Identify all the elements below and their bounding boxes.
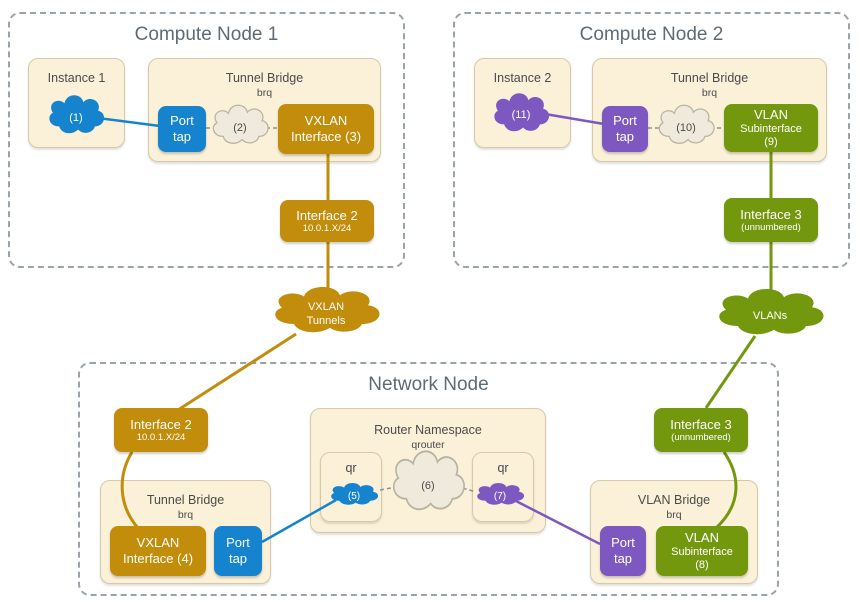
- link-netiface2-vxlan4: [120, 451, 140, 529]
- qr-5-label: (5): [347, 490, 361, 502]
- network-vxlan-line1: VXLAN: [136, 535, 180, 551]
- compute-2-vlan-line3: (9): [764, 135, 778, 148]
- qr-right-label: qr: [497, 461, 509, 475]
- network-vlan-subinterface: VLAN Subinterface (8): [656, 526, 748, 576]
- compute-1-vxlan-interface: VXLAN Interface (3): [278, 104, 374, 154]
- compute-1-port-tap: Port tap: [158, 106, 206, 152]
- cloud-6-label: (6): [421, 480, 435, 492]
- instance-2-cloud-label: (11): [511, 109, 531, 121]
- network-vxlan-interface: VXLAN Interface (4): [110, 526, 206, 576]
- compute-node-2-region: Compute Node 2: [453, 12, 850, 268]
- instance-1-panel: Instance 1: [28, 58, 125, 148]
- compute-2-interface-3: Interface 3 (unnumbered): [724, 198, 818, 242]
- network-port-tap-right: Port tap: [600, 526, 646, 576]
- compute-1-bridge-sub: brq: [256, 87, 273, 99]
- network-node-title: Network Node: [368, 374, 489, 395]
- compute-2-iface-line1: Interface 3: [740, 206, 802, 222]
- qr-7-label: (7): [493, 490, 507, 502]
- router-namespace-sub: qrouter: [411, 439, 445, 451]
- network-iface2-line2: 10.0.1.X/24: [136, 432, 186, 444]
- network-interface-2: Interface 2 10.0.1.X/24: [114, 408, 208, 452]
- network-tunnel-bridge-label: Tunnel Bridge: [146, 493, 225, 507]
- compute-1-vxlan-line1: VXLAN: [304, 113, 348, 129]
- compute-1-iface-line1: Interface 2: [296, 207, 358, 223]
- compute-node-2-title: Compute Node 2: [579, 24, 724, 45]
- vxlan-tunnels-line1: VXLAN: [307, 301, 345, 314]
- router-namespace-label: Router Namespace: [374, 423, 482, 437]
- cloud-2-label: (2): [233, 122, 247, 134]
- compute-1-vxlan-line2: Interface (3): [290, 129, 362, 144]
- network-vxlan-line2: Interface (4): [122, 551, 194, 566]
- compute-1-port-line2: tap: [172, 129, 192, 144]
- compute-2-bridge-sub: brq: [701, 87, 718, 99]
- compute-2-vlan-line1: VLAN: [754, 107, 788, 123]
- network-node-region: Network Node: [78, 362, 779, 596]
- compute-1-port-line1: Port: [170, 113, 194, 129]
- link-netiface3-vlan8: [714, 451, 738, 530]
- compute-node-1-title: Compute Node 1: [134, 24, 279, 45]
- link-qr5-cloud6: [379, 485, 403, 491]
- network-vlan-line2: Subinterface: [671, 545, 733, 558]
- instance-2-label: Instance 2: [493, 71, 552, 85]
- compute-2-port-line2: tap: [615, 129, 635, 144]
- network-iface3-line2: (unnumbered): [671, 432, 731, 444]
- qr-left-label: qr: [345, 461, 357, 475]
- link-vlans-netiface3: [704, 335, 757, 409]
- compute-2-port-tap: Port tap: [602, 106, 648, 152]
- compute-2-bridge-label: Tunnel Bridge: [670, 71, 749, 85]
- compute-2-port-line1: Port: [613, 113, 637, 129]
- compute-1-interface-2: Interface 2 10.0.1.X/24: [280, 200, 374, 242]
- network-iface2-line1: Interface 2: [130, 416, 192, 432]
- vlan-bridge-sub: brq: [666, 509, 682, 521]
- network-port-right-line1: Port: [611, 535, 635, 551]
- compute-node-1-region: Compute Node 1: [8, 12, 405, 268]
- link-port-qr5: [261, 498, 337, 544]
- network-port-left-line1: Port: [226, 535, 250, 551]
- network-port-left-line2: tap: [228, 551, 248, 566]
- compute-2-iface-line2: (unnumbered): [741, 222, 801, 234]
- instance-1-cloud-label: (1): [69, 112, 83, 124]
- compute-1-iface-line2: 10.0.1.X/24: [302, 223, 352, 235]
- link-vxlan-tunnels-netiface2: [177, 332, 297, 412]
- cloud-10-label: (10): [676, 122, 696, 134]
- network-interface-3: Interface 3 (unnumbered): [654, 408, 748, 452]
- compute-2-vlan-line2: Subinterface: [740, 122, 802, 135]
- network-port-tap-left: Port tap: [214, 526, 262, 576]
- vxlan-tunnels-line2: Tunnels: [306, 315, 346, 327]
- link-qr7-port: [513, 498, 601, 546]
- link-instance1-port: [97, 116, 161, 128]
- network-vlan-line3: (8): [695, 558, 709, 571]
- network-iface3-line1: Interface 3: [670, 416, 732, 432]
- vxlan-tunnels-label: VXLAN Tunnels: [286, 298, 366, 332]
- instance-1-label: Instance 1: [47, 71, 106, 85]
- compute-1-bridge-label: Tunnel Bridge: [225, 71, 304, 85]
- vlans-label: VLANs: [752, 310, 788, 322]
- network-port-right-line2: tap: [613, 551, 633, 566]
- compute-2-vlan-subinterface: VLAN Subinterface (9): [724, 104, 818, 152]
- network-tunnel-bridge-sub: brq: [177, 509, 194, 521]
- vlan-bridge-label: VLAN Bridge: [637, 493, 711, 507]
- network-vlan-line1: VLAN: [685, 530, 719, 546]
- link-instance2-port: [544, 112, 605, 126]
